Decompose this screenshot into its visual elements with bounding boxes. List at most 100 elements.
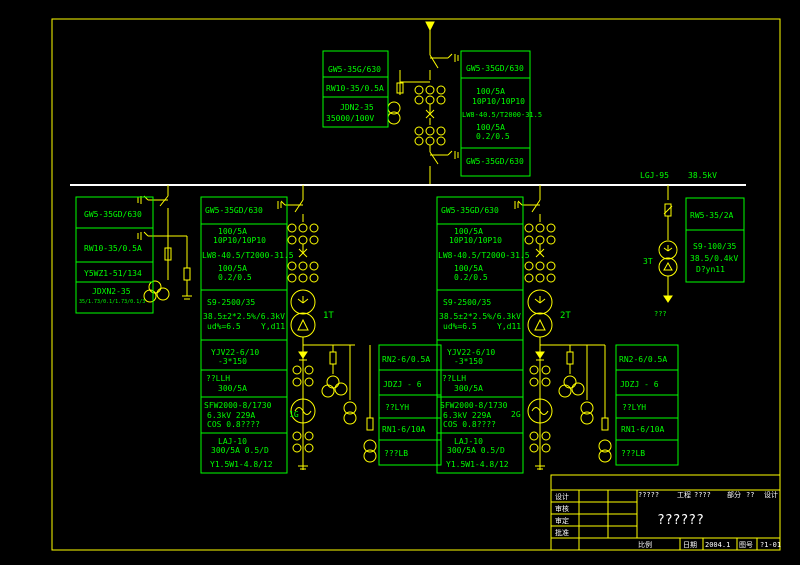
unit1-cable-label: YJV22-6/10 [211,348,259,357]
unit2-s9-label: S9-2500/35 [443,298,491,307]
bus-voltage-label: 38.5kV [688,171,717,180]
unit2-equipment [514,185,612,470]
title-no-label: 图号 [739,541,753,549]
unit2-gen-tag: 2G [511,410,521,419]
unit1-transformer-tag: 1T [323,311,334,321]
incoming-ct2-class-label: 0.2/0.5 [476,132,510,141]
unit2-labels: GW5-35GD/630 100/5A 10P10/10P10 LW8-40.5… [436,196,679,474]
unit2-ud-label: ud%=6.5 [443,322,477,331]
station-group-label: D?yn11 [696,265,725,274]
title-checker-label: 审核 [555,504,569,513]
unit1-group-label: Y,d11 [261,322,285,331]
unit2-laj-label: LAJ-10 [454,437,483,446]
unit2-cable-label: YJV22-6/10 [447,348,495,357]
pt-bay-labels: GW5-35GD/630 RW10-35/0.5A Y5WZ1-51/134 J… [75,196,154,314]
unit1-ct-class-label: 10P10/10P10 [213,236,266,245]
station-s9-label: S9-100/35 [693,242,737,251]
unit2-group-label: Y,d11 [497,322,521,331]
unit2-laj2-label: 300/5A 0.5/D [447,446,505,455]
unit1-rn1-label: RN1-6/10A [382,425,426,434]
unit2-ct-class-label: 10P10/10P10 [449,236,502,245]
station-ratio-label: 38.5/0.4kV [690,254,738,263]
title-block-text: 设计 审核 审定 批准 ????? 工程 ???? 部分 ?? 设计 ?????… [555,490,781,549]
unit2-gw-label: GW5-35GD/630 [441,206,499,215]
unit1-ct2-ratio-label: 100/5A [218,264,247,273]
unit2-gen2-label: 6.3kV 229A [443,411,491,420]
unit1-tap-label: 38.5±2*2.5%/6.3kV [203,312,285,321]
pt-jdx-ratio-label: 35/1.73/0.1/1.73/0.1/3 [79,299,145,305]
incoming-rw-label: RW10-35/0.5A [326,84,384,93]
unit1-gen-label: SFW2000-8/1730 [204,401,272,410]
title-designer-label: 设计 [555,492,569,501]
title-date-value: 2004.1 [705,541,730,549]
unit2-ct-ratio-label: 100/5A [454,227,483,236]
unit1-ud-label: ud%=6.5 [207,322,241,331]
unit1-lw-label: LW8-40.5/T2000-31.5 [202,251,294,260]
unit1-ct2-class-label: 0.2/0.5 [218,273,252,282]
station-transformer-tag: 3T [643,257,653,266]
unit2-lb-label: ???LB [621,449,645,458]
title-approver-label: 审定 [555,516,569,525]
incoming-ct-ratio-label: 100/5A [476,87,505,96]
unit2-transformer-tag: 2T [560,311,571,321]
pt-gw-label: GW5-35GD/630 [84,210,142,219]
title-date-label: 日期 [683,541,697,549]
drawing-frame [51,18,781,551]
unit2-ct2-ratio-label: 100/5A [454,264,483,273]
station-labels: RW5-35/2A S9-100/35 38.5/0.4kV D?yn11 3T… [643,197,745,318]
unit2-lh-ratio-label: 300/5A [454,384,483,393]
drawing-title: ?????? [657,513,704,528]
title-project-label: 工程 [677,490,691,499]
incoming-lw-label: LW8-40.5/T2000-31.5 [462,111,542,119]
pt-rw-label: RW10-35/0.5A [84,244,142,253]
unit1-s9-label: S9-2500/35 [207,298,255,307]
bus-lgj-label: LGJ-95 [640,171,669,180]
unit1-cable2-label: -3*150 [218,357,247,366]
title-authorizer-label: 批准 [555,528,569,537]
unit1-y15-label: Y1.5W1-4.8/12 [210,460,273,469]
incoming-ct2-ratio-label: 100/5A [476,123,505,132]
unit2-cable2-label: -3*150 [454,357,483,366]
title-part-label: 部分 [727,490,741,499]
incoming-jdn-ratio-label: 35000/100V [326,114,374,123]
incoming-gw-top-label: GW5-35GD/630 [466,64,524,73]
incoming-line [387,21,462,184]
unit1-gen2-label: 6.3kV 229A [207,411,255,420]
unit2-lw-label: LW8-40.5/T2000-31.5 [438,251,530,260]
title-project-name: ????? [638,491,659,499]
unit2-lh-label: ??LLH [442,374,466,383]
pt-jdx-label: JDXN2-35 [92,287,131,296]
title-no-value: ?1-01 [760,541,781,549]
incoming-ct-class-label: 10P10/10P10 [472,97,525,106]
unit1-gw-label: GW5-35GD/630 [205,206,263,215]
station-load-label: ??? [654,310,667,318]
unit2-lyh-label: ??LYH [622,403,646,412]
unit1-gen-cos-label: COS 0.8???? [207,420,260,429]
unit1-lh-ratio-label: 300/5A [218,384,247,393]
unit1-labels: GW5-35GD/630 100/5A 10P10/10P10 LW8-40.5… [200,196,442,474]
unit2-y15-label: Y1.5W1-4.8/12 [446,460,509,469]
unit1-lh-label: ??LLH [206,374,230,383]
unit2-rn1-label: RN1-6/10A [621,425,665,434]
title-part-name: ???? [694,491,711,499]
title-stage-name: ?? [746,491,754,499]
title-stage-label: 设计 [764,490,778,499]
unit2-rn2-label: RN2-6/0.5A [619,355,667,364]
title-block [550,474,781,551]
unit1-ct-ratio-label: 100/5A [218,227,247,236]
pt-ysw-label: Y5WZ1-51/134 [84,269,142,278]
station-transformer [658,185,678,303]
incoming-jdn-label: JDN2-35 [340,103,374,112]
unit2-gen-label: SFW2000-8/1730 [440,401,508,410]
unit1-rn2-label: RN2-6/0.5A [382,355,430,364]
unit2-gen-cos-label: COS 0.8???? [443,420,496,429]
unit1-jdzj-label: JDZJ - 6 [383,380,422,389]
station-rw-label: RW5-35/2A [690,211,734,220]
unit1-lyh-label: ??LYH [385,403,409,412]
unit2-ct2-class-label: 0.2/0.5 [454,273,488,282]
unit1-gen-tag: 1G [289,410,299,419]
unit1-equipment [277,185,377,470]
unit2-jdzj-label: JDZJ - 6 [620,380,659,389]
pt-bay [137,185,192,303]
